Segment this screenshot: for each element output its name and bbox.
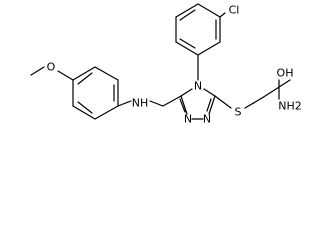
methylene-triazole-bond <box>162 95 182 107</box>
amine-methylene-bond <box>149 100 164 107</box>
sulfur-label: S <box>235 106 242 119</box>
methoxy-bond <box>57 70 74 81</box>
molecule-structure: Cl O NH N N N S OH NH2 <box>30 3 302 126</box>
triazole-n1-label: N <box>184 113 192 126</box>
hydroxyl-label: OH <box>277 67 294 80</box>
sulfur-methylene-bond <box>244 97 263 109</box>
methylene-carbonyl-bond <box>261 79 291 99</box>
methyl-bond <box>30 66 45 76</box>
triazole-ring <box>179 88 216 120</box>
aryl-amine-bond <box>117 100 132 107</box>
chlorine-label: Cl <box>229 4 240 17</box>
amine-label: NH <box>132 97 149 110</box>
triazole-sulfur-bond <box>214 95 232 109</box>
triazole-n2-label: N <box>203 113 211 126</box>
chloro-bond <box>219 12 226 18</box>
amide-nitrogen-label: NH2 <box>278 100 302 113</box>
methoxy-oxygen-label: O <box>47 61 56 74</box>
chlorophenyl-ring <box>175 3 221 81</box>
triazole-n4-label: N <box>194 80 202 93</box>
methoxyphenyl-ring <box>72 66 119 120</box>
